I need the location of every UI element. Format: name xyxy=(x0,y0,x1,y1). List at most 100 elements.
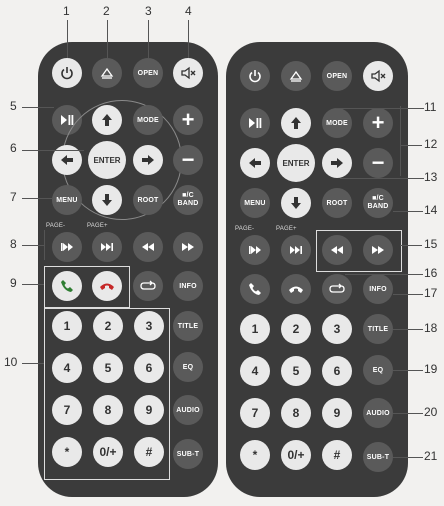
left-key-hash[interactable]: # xyxy=(134,437,164,467)
callout-8: 8 xyxy=(10,237,17,251)
title-button-right[interactable]: TITLE xyxy=(363,314,393,344)
callout-5: 5 xyxy=(10,99,17,113)
subt-button-left[interactable]: SUB-T xyxy=(173,439,203,469)
right-key-3[interactable]: 3 xyxy=(322,314,352,344)
callout-10: 10 xyxy=(4,355,17,369)
call-hangup-button-right[interactable] xyxy=(281,274,311,304)
down-button-right[interactable] xyxy=(281,188,311,218)
callout-line-9 xyxy=(22,284,44,285)
enter-button-right[interactable]: ENTER xyxy=(277,144,315,182)
subt-button-right[interactable]: SUB-T xyxy=(363,442,393,472)
callout-6: 6 xyxy=(10,141,17,155)
right-key-9[interactable]: 9 xyxy=(322,398,352,428)
left-key-star[interactable]: * xyxy=(52,437,82,467)
up-button-left[interactable] xyxy=(92,105,122,135)
fast-forward-button-right[interactable] xyxy=(363,235,393,265)
right-key-zero-plus[interactable]: 0/+ xyxy=(281,440,311,470)
call-answer-button-right[interactable] xyxy=(240,274,270,304)
right-key-1[interactable]: 1 xyxy=(240,314,270,344)
menu-button-right[interactable]: MENU xyxy=(240,188,270,218)
band-button-left[interactable]: ■/C BAND xyxy=(173,185,203,215)
left-key-1[interactable]: 1 xyxy=(52,311,82,341)
mode-button-left[interactable]: MODE xyxy=(133,105,163,135)
left-key-8[interactable]: 8 xyxy=(93,395,123,425)
page-minus-label-left: PAGE- xyxy=(46,223,65,229)
rewind-button-right[interactable] xyxy=(322,235,352,265)
callout-line-4 xyxy=(188,20,189,58)
callout-line-2 xyxy=(107,20,108,58)
callout-bracket-8 xyxy=(44,230,45,260)
right-key-7[interactable]: 7 xyxy=(240,398,270,428)
left-key-3[interactable]: 3 xyxy=(134,311,164,341)
prev-button-right[interactable] xyxy=(240,235,270,265)
callout-line-16 xyxy=(345,274,423,275)
right-button-left[interactable] xyxy=(133,145,163,175)
callout-19: 19 xyxy=(424,362,437,376)
eq-button-left[interactable]: EQ xyxy=(173,352,203,382)
info-button-right[interactable]: INFO xyxy=(363,274,393,304)
left-key-2[interactable]: 2 xyxy=(93,311,123,341)
volume-down-button-left[interactable]: − xyxy=(173,145,203,175)
left-key-7[interactable]: 7 xyxy=(52,395,82,425)
eq-button-right[interactable]: EQ xyxy=(363,355,393,385)
callout-line-14 xyxy=(393,211,423,212)
right-key-hash[interactable]: # xyxy=(322,440,352,470)
left-key-5[interactable]: 5 xyxy=(93,353,123,383)
band-button-right[interactable]: ■/C BAND xyxy=(363,188,393,218)
audio-button-left[interactable]: AUDIO xyxy=(173,395,203,425)
play-pause-button-right[interactable] xyxy=(240,108,270,138)
right-button-right[interactable] xyxy=(322,148,352,178)
right-key-5[interactable]: 5 xyxy=(281,356,311,386)
page-minus-label-right: PAGE- xyxy=(235,226,254,232)
callout-line-20 xyxy=(393,413,423,414)
eject-button-left[interactable] xyxy=(92,58,122,88)
mode-button-right[interactable]: MODE xyxy=(322,108,352,138)
volume-down-button-right[interactable]: − xyxy=(363,148,393,178)
left-key-4[interactable]: 4 xyxy=(52,353,82,383)
power-button-left[interactable] xyxy=(52,58,82,88)
audio-button-right[interactable]: AUDIO xyxy=(363,398,393,428)
mute-button-left[interactable] xyxy=(173,58,203,88)
menu-button-left[interactable]: MENU xyxy=(52,185,82,215)
callout-line-10 xyxy=(22,363,44,364)
callout-18: 18 xyxy=(424,321,437,335)
callout-20: 20 xyxy=(424,405,437,419)
down-button-left[interactable] xyxy=(92,185,122,215)
callout-21: 21 xyxy=(424,449,437,463)
next-button-right[interactable] xyxy=(281,235,311,265)
mute-button-right[interactable] xyxy=(363,61,393,91)
callout-7: 7 xyxy=(10,190,17,204)
callout-4: 4 xyxy=(185,4,192,18)
root-button-right[interactable]: ROOT xyxy=(322,188,352,218)
left-key-9[interactable]: 9 xyxy=(134,395,164,425)
repeat-button-left[interactable] xyxy=(133,271,163,301)
right-key-2[interactable]: 2 xyxy=(281,314,311,344)
open-button-right[interactable]: OPEN xyxy=(322,61,352,91)
left-key-zero-plus[interactable]: 0/+ xyxy=(93,437,123,467)
call-hangup-button-left[interactable] xyxy=(92,271,122,301)
prev-button-left[interactable] xyxy=(52,232,82,262)
next-button-left[interactable] xyxy=(92,232,122,262)
left-button-right[interactable] xyxy=(240,148,270,178)
root-button-left[interactable]: ROOT xyxy=(133,185,163,215)
callout-13: 13 xyxy=(424,170,437,184)
title-button-left[interactable]: TITLE xyxy=(173,311,203,341)
info-button-left[interactable]: INFO xyxy=(173,271,203,301)
power-button-right[interactable] xyxy=(240,61,270,91)
callout-line-6 xyxy=(22,150,84,151)
volume-up-button-right[interactable]: + xyxy=(363,108,393,138)
right-key-4[interactable]: 4 xyxy=(240,356,270,386)
rewind-button-left[interactable] xyxy=(133,232,163,262)
open-button-left[interactable]: OPEN xyxy=(133,58,163,88)
call-answer-button-left[interactable] xyxy=(52,271,82,301)
enter-button-left[interactable]: ENTER xyxy=(88,141,126,179)
right-key-6[interactable]: 6 xyxy=(322,356,352,386)
fast-forward-button-left[interactable] xyxy=(173,232,203,262)
volume-up-button-left[interactable]: + xyxy=(173,105,203,135)
eject-button-right[interactable] xyxy=(281,61,311,91)
left-key-6[interactable]: 6 xyxy=(134,353,164,383)
repeat-button-right[interactable] xyxy=(322,274,352,304)
right-key-8[interactable]: 8 xyxy=(281,398,311,428)
up-button-right[interactable] xyxy=(281,108,311,138)
right-key-star[interactable]: * xyxy=(240,440,270,470)
